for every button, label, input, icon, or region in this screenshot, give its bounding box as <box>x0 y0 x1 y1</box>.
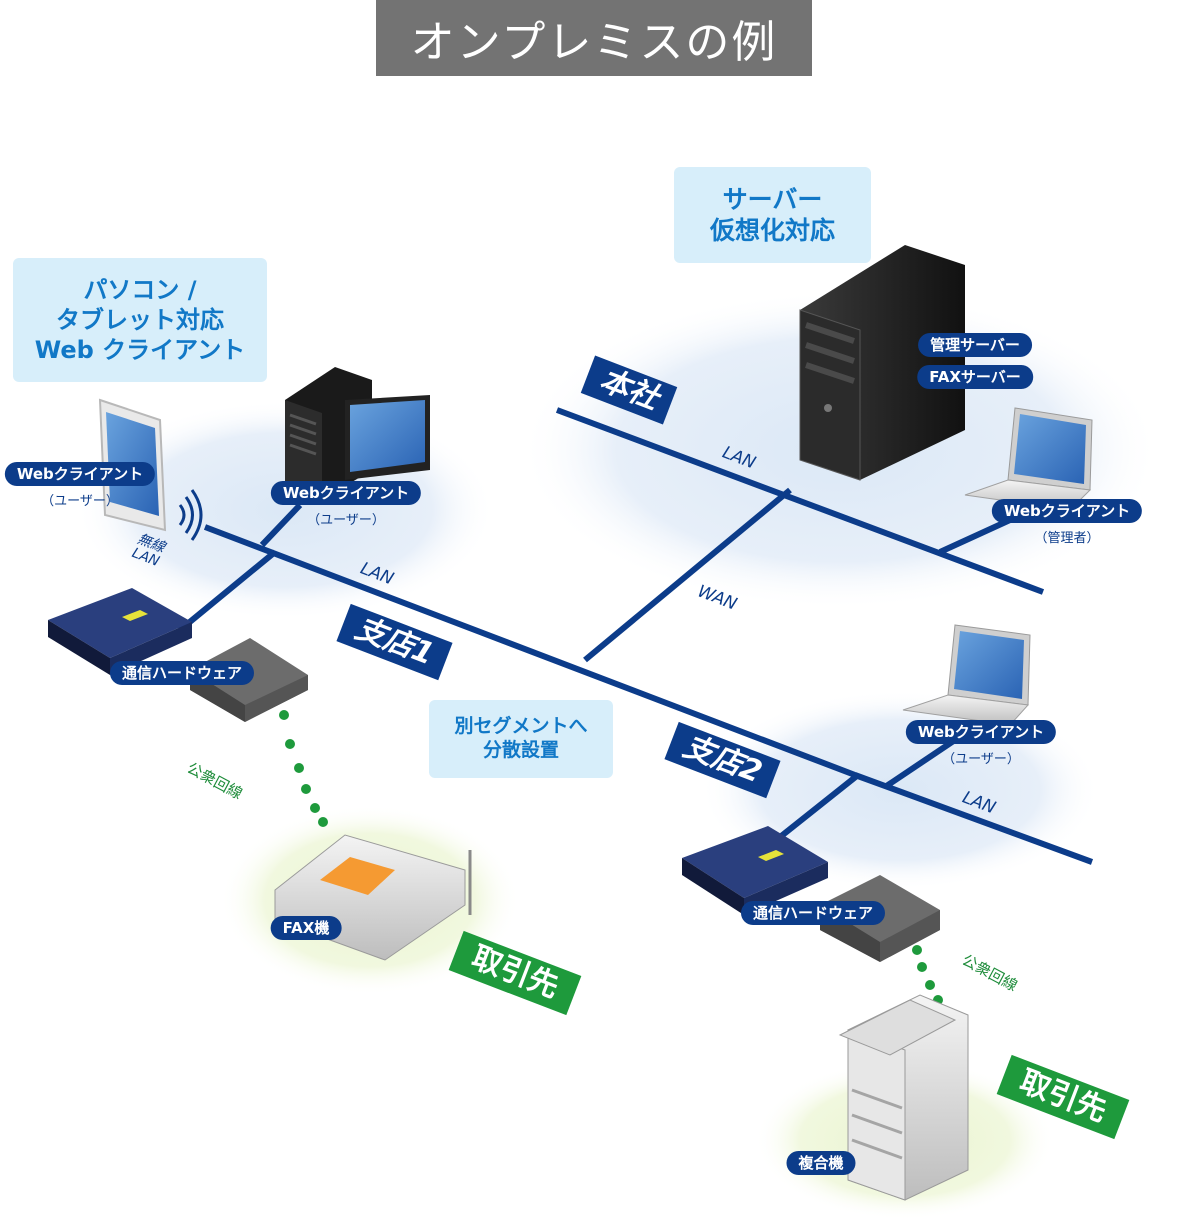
server-role-management: 管理サーバー <box>918 333 1032 357</box>
admin-laptop-label: Webクライアント <box>991 499 1143 523</box>
callout-segment-line-2: 分散設置 <box>482 739 559 761</box>
wireless-icon <box>178 489 203 541</box>
callout-client: パソコン / タブレット対応 Web クライアント <box>13 258 267 382</box>
lan-line-comm-hw1 <box>178 549 277 633</box>
lan-line-comm-hw2 <box>768 772 860 848</box>
lan-line-desktop <box>259 502 303 548</box>
callout-server: サーバー 仮想化対応 <box>674 167 871 263</box>
page-title: オンプレミスの例 <box>376 0 812 76</box>
admin-laptop-sublabel: （管理者） <box>1034 531 1100 546</box>
server-tower-icon <box>799 245 965 481</box>
public-line-dots-2 <box>912 945 943 1005</box>
lan-line-shiten2 <box>853 772 1094 865</box>
comm-hw1-label: 通信ハードウェア <box>109 661 255 685</box>
mfp-label: 複合機 <box>786 1151 856 1175</box>
callout-client-line-3: Web クライアント <box>34 336 246 364</box>
desktop-pc-icon <box>285 367 430 500</box>
fax-label: FAX機 <box>270 916 342 940</box>
lan-line-honsha <box>555 407 1045 595</box>
wan-line <box>583 487 792 663</box>
callout-client-line-1: パソコン / <box>83 276 197 304</box>
callout-segment: 別セグメントへ 分散設置 <box>429 700 613 778</box>
desktop-sublabel: （ユーザー） <box>307 513 385 528</box>
admin-laptop-icon <box>964 407 1093 511</box>
comm-hw2-label: 通信ハードウェア <box>740 901 886 925</box>
mfp-icon <box>838 994 969 1201</box>
branch2-laptop-icon <box>902 624 1031 726</box>
callout-segment-line-1: 別セグメントへ <box>454 715 588 738</box>
tablet-label: Webクライアント <box>4 462 156 486</box>
callout-server-line-1: サーバー <box>722 184 823 214</box>
public-line-dots-1 <box>279 710 328 827</box>
branch2-laptop-sublabel: （ユーザー） <box>942 752 1020 767</box>
tablet-sublabel: （ユーザー） <box>41 494 119 509</box>
server-role-fax: FAXサーバー <box>917 365 1033 389</box>
network-lines <box>178 407 1094 865</box>
callout-client-line-2: タブレット対応 <box>56 306 224 334</box>
lan-line-shiten1 <box>203 524 857 778</box>
lan-line-admin-laptop <box>938 517 1012 555</box>
branch2-laptop-label: Webクライアント <box>905 720 1057 744</box>
lan-line-branch2-laptop <box>883 737 957 790</box>
desktop-label: Webクライアント <box>270 481 422 505</box>
callout-server-line-2: 仮想化対応 <box>709 216 835 245</box>
